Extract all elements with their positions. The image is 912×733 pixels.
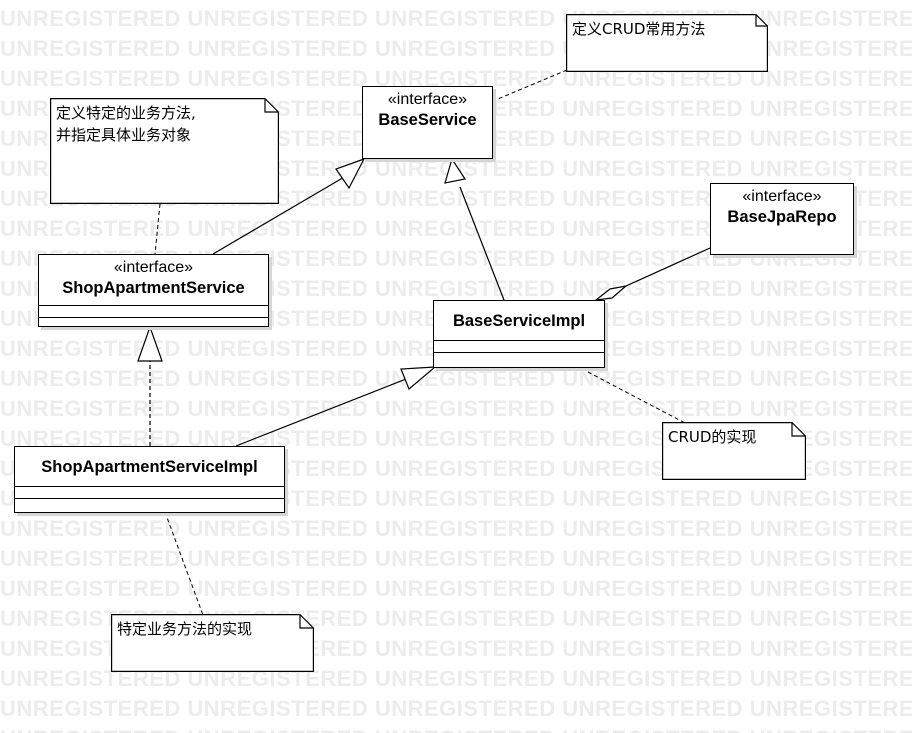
stereotype-label: «interface» <box>387 91 468 108</box>
note-specific-business-methods: 定义特定的业务方法, 并指定具体业务对象 <box>50 98 279 204</box>
watermark-row: UNREGISTERED UNREGISTERED UNREGISTERED U… <box>0 66 912 91</box>
note-text: 定义CRUD常用方法 <box>572 20 706 38</box>
generalization-arrowhead <box>335 157 366 190</box>
note-text: 定义特定的业务方法, 并指定具体业务对象 <box>56 104 196 144</box>
watermark-row: UNREGISTERED UNREGISTERED UNREGISTERED U… <box>0 216 912 241</box>
generalization-line-baseserviceimpl-baseservice <box>459 186 505 301</box>
class-baseserviceimpl[interactable]: BaseServiceImpl <box>433 300 605 368</box>
attributes-compartment <box>434 341 604 353</box>
class-shopapartmentserviceimpl[interactable]: ShopApartmentServiceImpl <box>14 446 285 513</box>
aggregation-line-baseserviceimpl-basejparepo <box>625 247 711 287</box>
class-baseservice[interactable]: «interface» BaseService <box>362 86 493 159</box>
aggregation-diamond <box>593 284 629 301</box>
class-name: BaseJpaRepo <box>727 208 837 226</box>
class-name: ShopApartmentServiceImpl <box>41 458 258 476</box>
class-name: BaseServiceImpl <box>452 312 586 330</box>
class-name: ShopApartmentService <box>62 279 245 297</box>
note-crud-common-methods: 定义CRUD常用方法 <box>566 14 768 72</box>
watermark-row: UNREGISTERED UNREGISTERED UNREGISTERED U… <box>0 696 912 721</box>
watermark-row: UNREGISTERED UNREGISTERED UNREGISTERED U… <box>0 576 912 601</box>
watermark-row: UNREGISTERED UNREGISTERED UNREGISTERED U… <box>0 396 912 421</box>
generalization-line-shopapartmentserviceimpl-baseserviceimpl <box>235 378 407 447</box>
operations-compartment <box>15 499 284 510</box>
attributes-compartment <box>15 487 284 499</box>
watermark-row: UNREGISTERED UNREGISTERED UNREGISTERED U… <box>0 516 912 541</box>
class-name: BaseService <box>378 111 477 129</box>
stereotype-label: «interface» <box>113 259 194 276</box>
note-anchor-specific-business-methods <box>154 203 161 255</box>
operations-compartment <box>434 353 604 365</box>
note-anchor-crud-common-methods <box>492 69 568 102</box>
generalization-arrowhead <box>444 157 466 184</box>
watermark-row: UNREGISTERED UNREGISTERED UNREGISTERED U… <box>0 366 912 391</box>
operations-compartment <box>39 318 268 328</box>
note-specific-business-implementation: 特定业务方法的实现 <box>111 614 314 672</box>
note-text: CRUD的实现 <box>668 428 757 446</box>
attributes-compartment <box>39 306 268 318</box>
note-text: 特定业务方法的实现 <box>117 620 253 638</box>
note-anchor-specific-business-implementation <box>164 511 204 616</box>
watermark-row: UNREGISTERED UNREGISTERED UNREGISTERED U… <box>0 728 912 733</box>
stereotype-label: «interface» <box>742 188 822 205</box>
watermark-row: UNREGISTERED UNREGISTERED UNREGISTERED U… <box>0 666 912 691</box>
watermark-row: UNREGISTERED UNREGISTERED UNREGISTERED U… <box>0 546 912 571</box>
note-crud-implementation: CRUD的实现 <box>662 422 806 480</box>
class-basejparepo[interactable]: «interface» BaseJpaRepo <box>710 183 854 255</box>
generalization-line-shopapartmentservice-baseservice <box>212 175 347 255</box>
note-anchor-crud-implementation <box>587 371 686 424</box>
generalization-arrowhead <box>400 366 437 390</box>
class-shopapartmentservice[interactable]: «interface» ShopApartmentService <box>38 254 269 327</box>
realization-arrowhead <box>137 325 163 362</box>
